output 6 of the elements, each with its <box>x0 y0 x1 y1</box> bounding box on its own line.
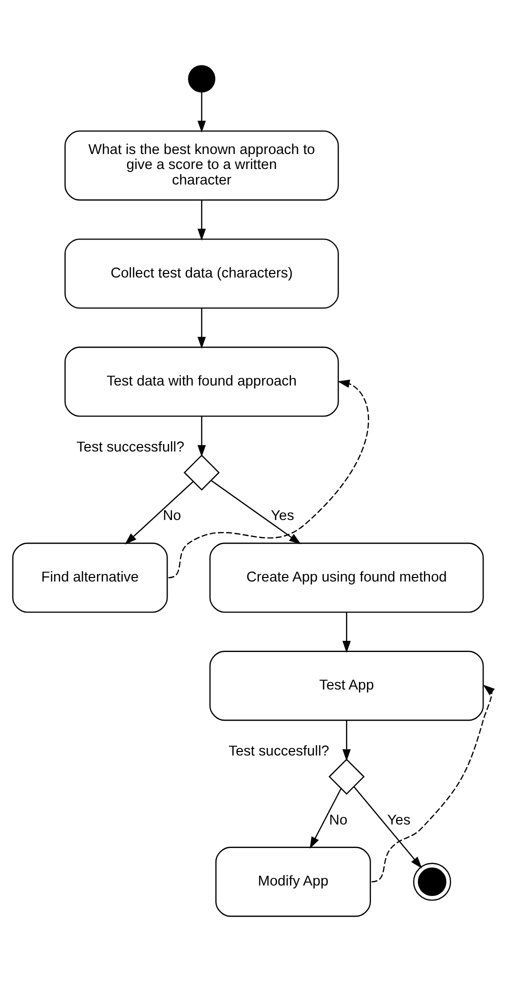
edge-label: No <box>162 508 182 524</box>
node-label: Test successfull? <box>76 438 184 455</box>
edge-label: Yes <box>387 812 410 828</box>
edge-label: No <box>329 812 348 828</box>
node-label: Test succesfull? <box>228 742 330 759</box>
edge-label: Yes <box>270 508 294 524</box>
